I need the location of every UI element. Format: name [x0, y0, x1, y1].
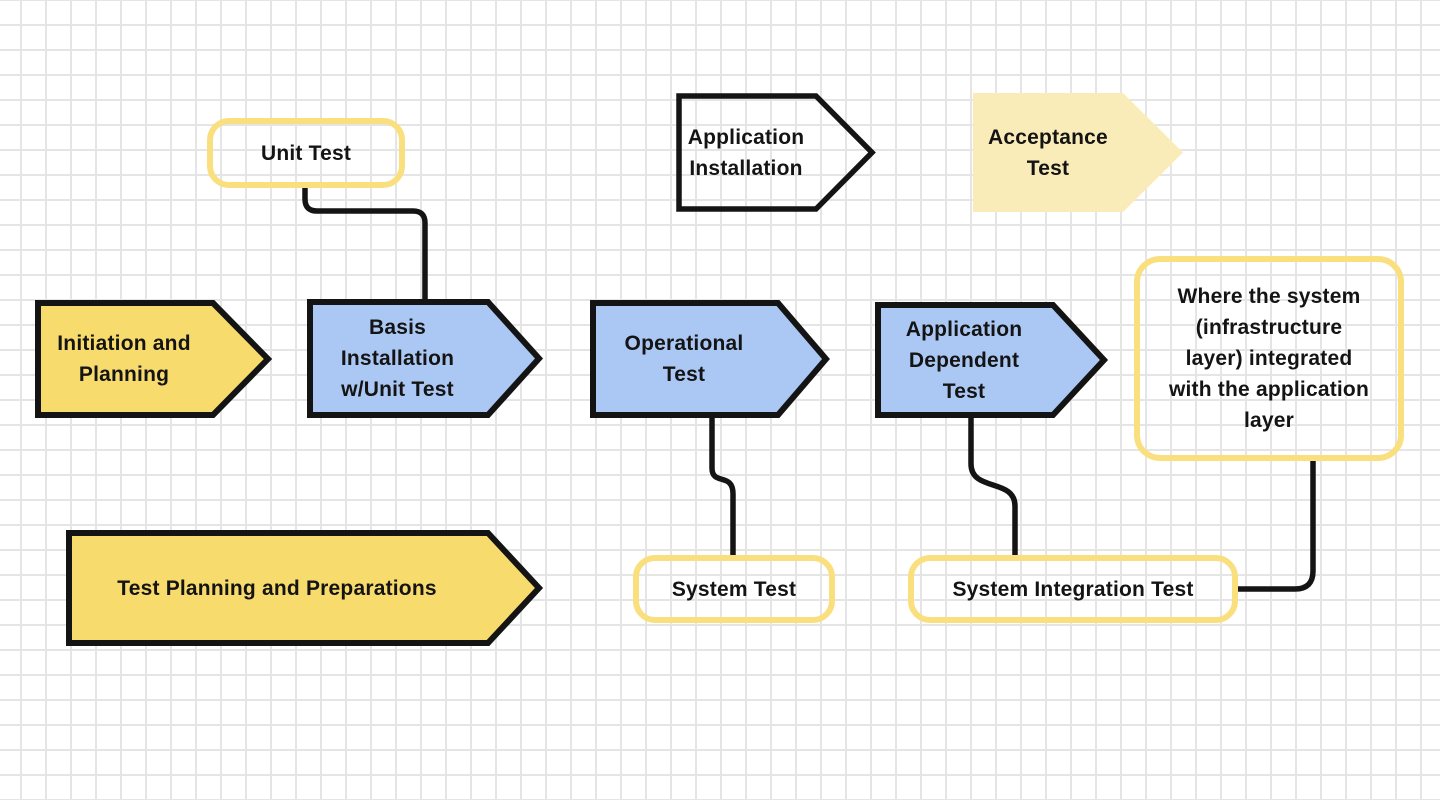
arrow-pentagon-shape: [307, 299, 544, 418]
connector-where-note-to-system-integration-test[interactable]: [1235, 457, 1316, 592]
shape-basis-installation[interactable]: Basis Installation w/Unit Test: [307, 299, 544, 418]
arrow-pentagon-shape: [973, 93, 1183, 212]
shape-where-system-note[interactable]: Where the system (infrastructure layer) …: [1134, 256, 1404, 461]
shape-system-test[interactable]: System Test: [633, 555, 835, 623]
shape-initiation-and-planning[interactable]: Initiation and Planning: [35, 300, 273, 418]
shape-unit-test[interactable]: Unit Test: [207, 118, 405, 188]
shape-label: Unit Test: [260, 141, 352, 165]
connector-application-dependent-test-to-system-integration-test[interactable]: [968, 414, 1018, 560]
arrow-pentagon-shape: [875, 302, 1109, 418]
connector-unit-test-to-basis-installation[interactable]: [302, 184, 428, 304]
shape-label: System Test: [671, 577, 797, 601]
shape-application-installation[interactable]: Application Installation: [676, 93, 876, 212]
shape-test-planning-and-preparations[interactable]: Test Planning and Preparations: [66, 530, 544, 646]
shape-label: System Integration Test: [952, 577, 1194, 601]
arrow-pentagon-shape: [35, 300, 273, 418]
shape-system-integration-test[interactable]: System Integration Test: [908, 555, 1238, 623]
connector-operational-test-to-system-test[interactable]: [709, 414, 736, 560]
shape-acceptance-test[interactable]: Acceptance Test: [973, 93, 1183, 212]
shape-label: Where the system (infrastructure layer) …: [1168, 285, 1369, 432]
arrow-pentagon-outline: [676, 93, 876, 212]
shape-operational-test[interactable]: Operational Test: [590, 300, 830, 418]
arrow-pentagon-shape: [66, 530, 544, 646]
shape-application-dependent-test[interactable]: Application Dependent Test: [875, 302, 1109, 418]
arrow-pentagon-shape: [590, 300, 830, 418]
